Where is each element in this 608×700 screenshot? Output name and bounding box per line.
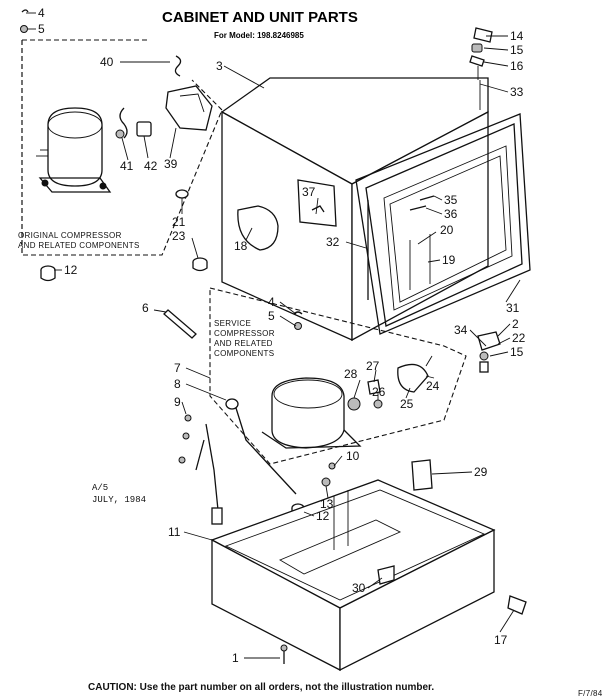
callout-numbers: 4 5 40 3 14 15 16 33 39 41 42 21 23 37 1… [38, 6, 526, 665]
tool-6-icon [163, 309, 197, 339]
screw-35-icon [419, 195, 435, 201]
terminal-cover-icon [165, 85, 213, 131]
part-10-icon [328, 462, 336, 470]
grommet-12-icon [40, 265, 56, 282]
original-compressor-group [20, 9, 223, 282]
part-13-icon [321, 477, 331, 487]
callout-22: 22 [512, 331, 526, 345]
washer-service-5-icon [294, 322, 302, 330]
hinge-lower-icon [477, 331, 501, 373]
callout-26: 26 [372, 385, 386, 399]
service-group-label-4: COMPONENTS [214, 349, 274, 358]
callout-8: 8 [174, 377, 181, 391]
door-gasket-icon [355, 113, 531, 335]
callout-31: 31 [506, 301, 520, 315]
callout-35: 35 [444, 193, 458, 207]
callout-5a: 5 [38, 22, 45, 36]
callout-39: 39 [164, 157, 178, 171]
clip-17-icon [507, 595, 527, 615]
washer-5-icon [20, 25, 28, 33]
callout-13: 13 [320, 497, 334, 511]
callout-6: 6 [142, 301, 149, 315]
caution-note: CAUTION: Use the part number on all orde… [88, 682, 434, 693]
diagram-title: CABINET AND UNIT PARTS [162, 9, 358, 26]
bracket-29-icon [411, 459, 433, 491]
callout-40: 40 [100, 55, 114, 69]
callout-7: 7 [174, 361, 181, 375]
screw-1-icon [280, 644, 288, 664]
callout-9: 9 [174, 395, 181, 409]
cabinet-icon [220, 77, 489, 342]
callout-2: 2 [512, 317, 519, 331]
callout-14: 14 [510, 29, 524, 43]
callout-10: 10 [346, 449, 360, 463]
date-note-line1: A/5 [92, 483, 108, 493]
callout-3: 3 [216, 59, 223, 73]
base-pan-icon [210, 479, 496, 672]
wiring-harness-icon [178, 398, 297, 525]
callout-4b: 4 [268, 295, 275, 309]
original-group-label-1: ORIGINAL COMPRESSOR [18, 231, 122, 240]
callout-34: 34 [454, 323, 468, 337]
part-26-icon [373, 399, 383, 409]
callout-16: 16 [510, 59, 524, 73]
callout-27: 27 [366, 359, 380, 373]
service-group-label-3: AND RELATED [214, 339, 273, 348]
callout-23: 23 [172, 229, 186, 243]
part-28-icon [347, 397, 361, 411]
model-line: For Model: 198.8246985 [214, 31, 304, 40]
part-25-icon [397, 363, 429, 393]
callout-19: 19 [442, 253, 456, 267]
corner-mark: F/7/84 [578, 689, 603, 698]
callout-12b: 12 [316, 509, 330, 523]
service-compressor-icon [261, 377, 362, 449]
callout-11: 11 [168, 525, 181, 539]
foot-23-icon [192, 257, 208, 272]
hinge-top-icon [469, 27, 493, 80]
callout-36: 36 [444, 207, 458, 221]
callout-21: 21 [172, 215, 186, 229]
callout-25: 25 [400, 397, 414, 411]
callout-37: 37 [302, 185, 316, 199]
service-group-label-1: SERVICE [214, 319, 251, 328]
date-note-line2: JULY, 1984 [92, 495, 146, 505]
clip-4-icon [21, 9, 29, 13]
wire-40-icon [174, 55, 182, 77]
callout-28: 28 [344, 367, 358, 381]
callout-4a: 4 [38, 6, 45, 20]
callout-5b: 5 [268, 309, 275, 323]
callout-33: 33 [510, 85, 524, 99]
callout-24: 24 [426, 379, 440, 393]
callout-1: 1 [232, 651, 239, 665]
original-group-label-2: AND RELATED COMPONENTS [18, 241, 140, 250]
callout-30: 30 [352, 581, 366, 595]
service-group-label-2: COMPRESSOR [214, 329, 275, 338]
callout-15a: 15 [510, 43, 524, 57]
original-compressor-icon [36, 107, 112, 193]
callout-12a: 12 [64, 263, 78, 277]
callout-15b: 15 [510, 345, 524, 359]
callout-29: 29 [474, 465, 488, 479]
callout-20: 20 [440, 223, 454, 237]
callout-42: 42 [144, 159, 158, 173]
callout-18: 18 [234, 239, 248, 253]
leader-lines [26, 12, 521, 659]
screw-36-icon [409, 205, 427, 211]
bumper-21-icon [175, 189, 189, 208]
callout-17: 17 [494, 633, 508, 647]
relay-icon [115, 107, 152, 139]
callout-32: 32 [326, 235, 340, 249]
callout-41: 41 [120, 159, 134, 173]
